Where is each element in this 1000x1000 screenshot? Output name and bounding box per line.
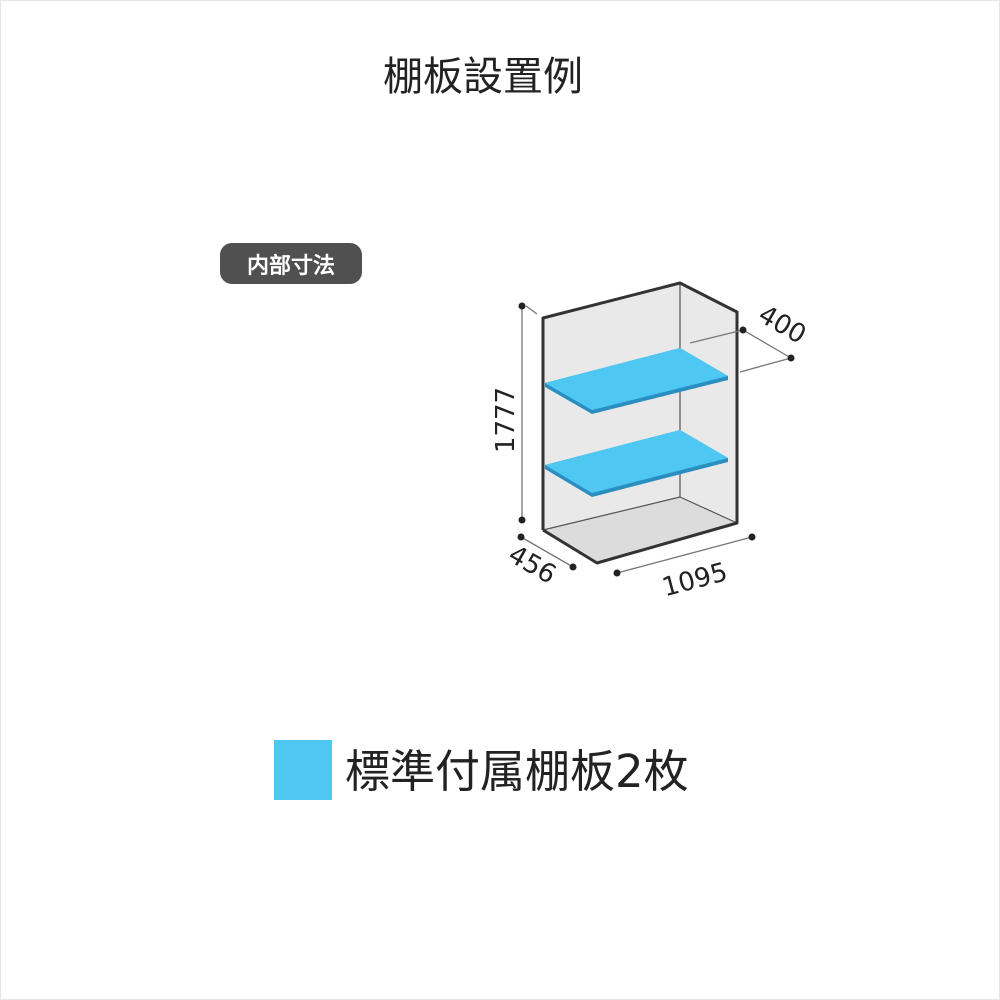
interior-dimensions-badge: 内部寸法 xyxy=(220,243,362,284)
page-title: 棚板設置例 xyxy=(383,54,583,100)
width-dimension-label: 1095 xyxy=(659,557,731,603)
shelf-lower xyxy=(545,430,728,497)
storage-box xyxy=(541,281,739,565)
depth-dimension-label: 456 xyxy=(503,540,561,591)
legend-label: 標準付属棚板2枚 xyxy=(345,745,689,798)
dimension-lines xyxy=(517,302,795,577)
legend-swatch xyxy=(274,740,332,800)
shelf-upper xyxy=(545,348,728,414)
shelf-depth-dimension-label: 400 xyxy=(753,300,811,351)
height-dimension-label: 1777 xyxy=(491,387,521,453)
